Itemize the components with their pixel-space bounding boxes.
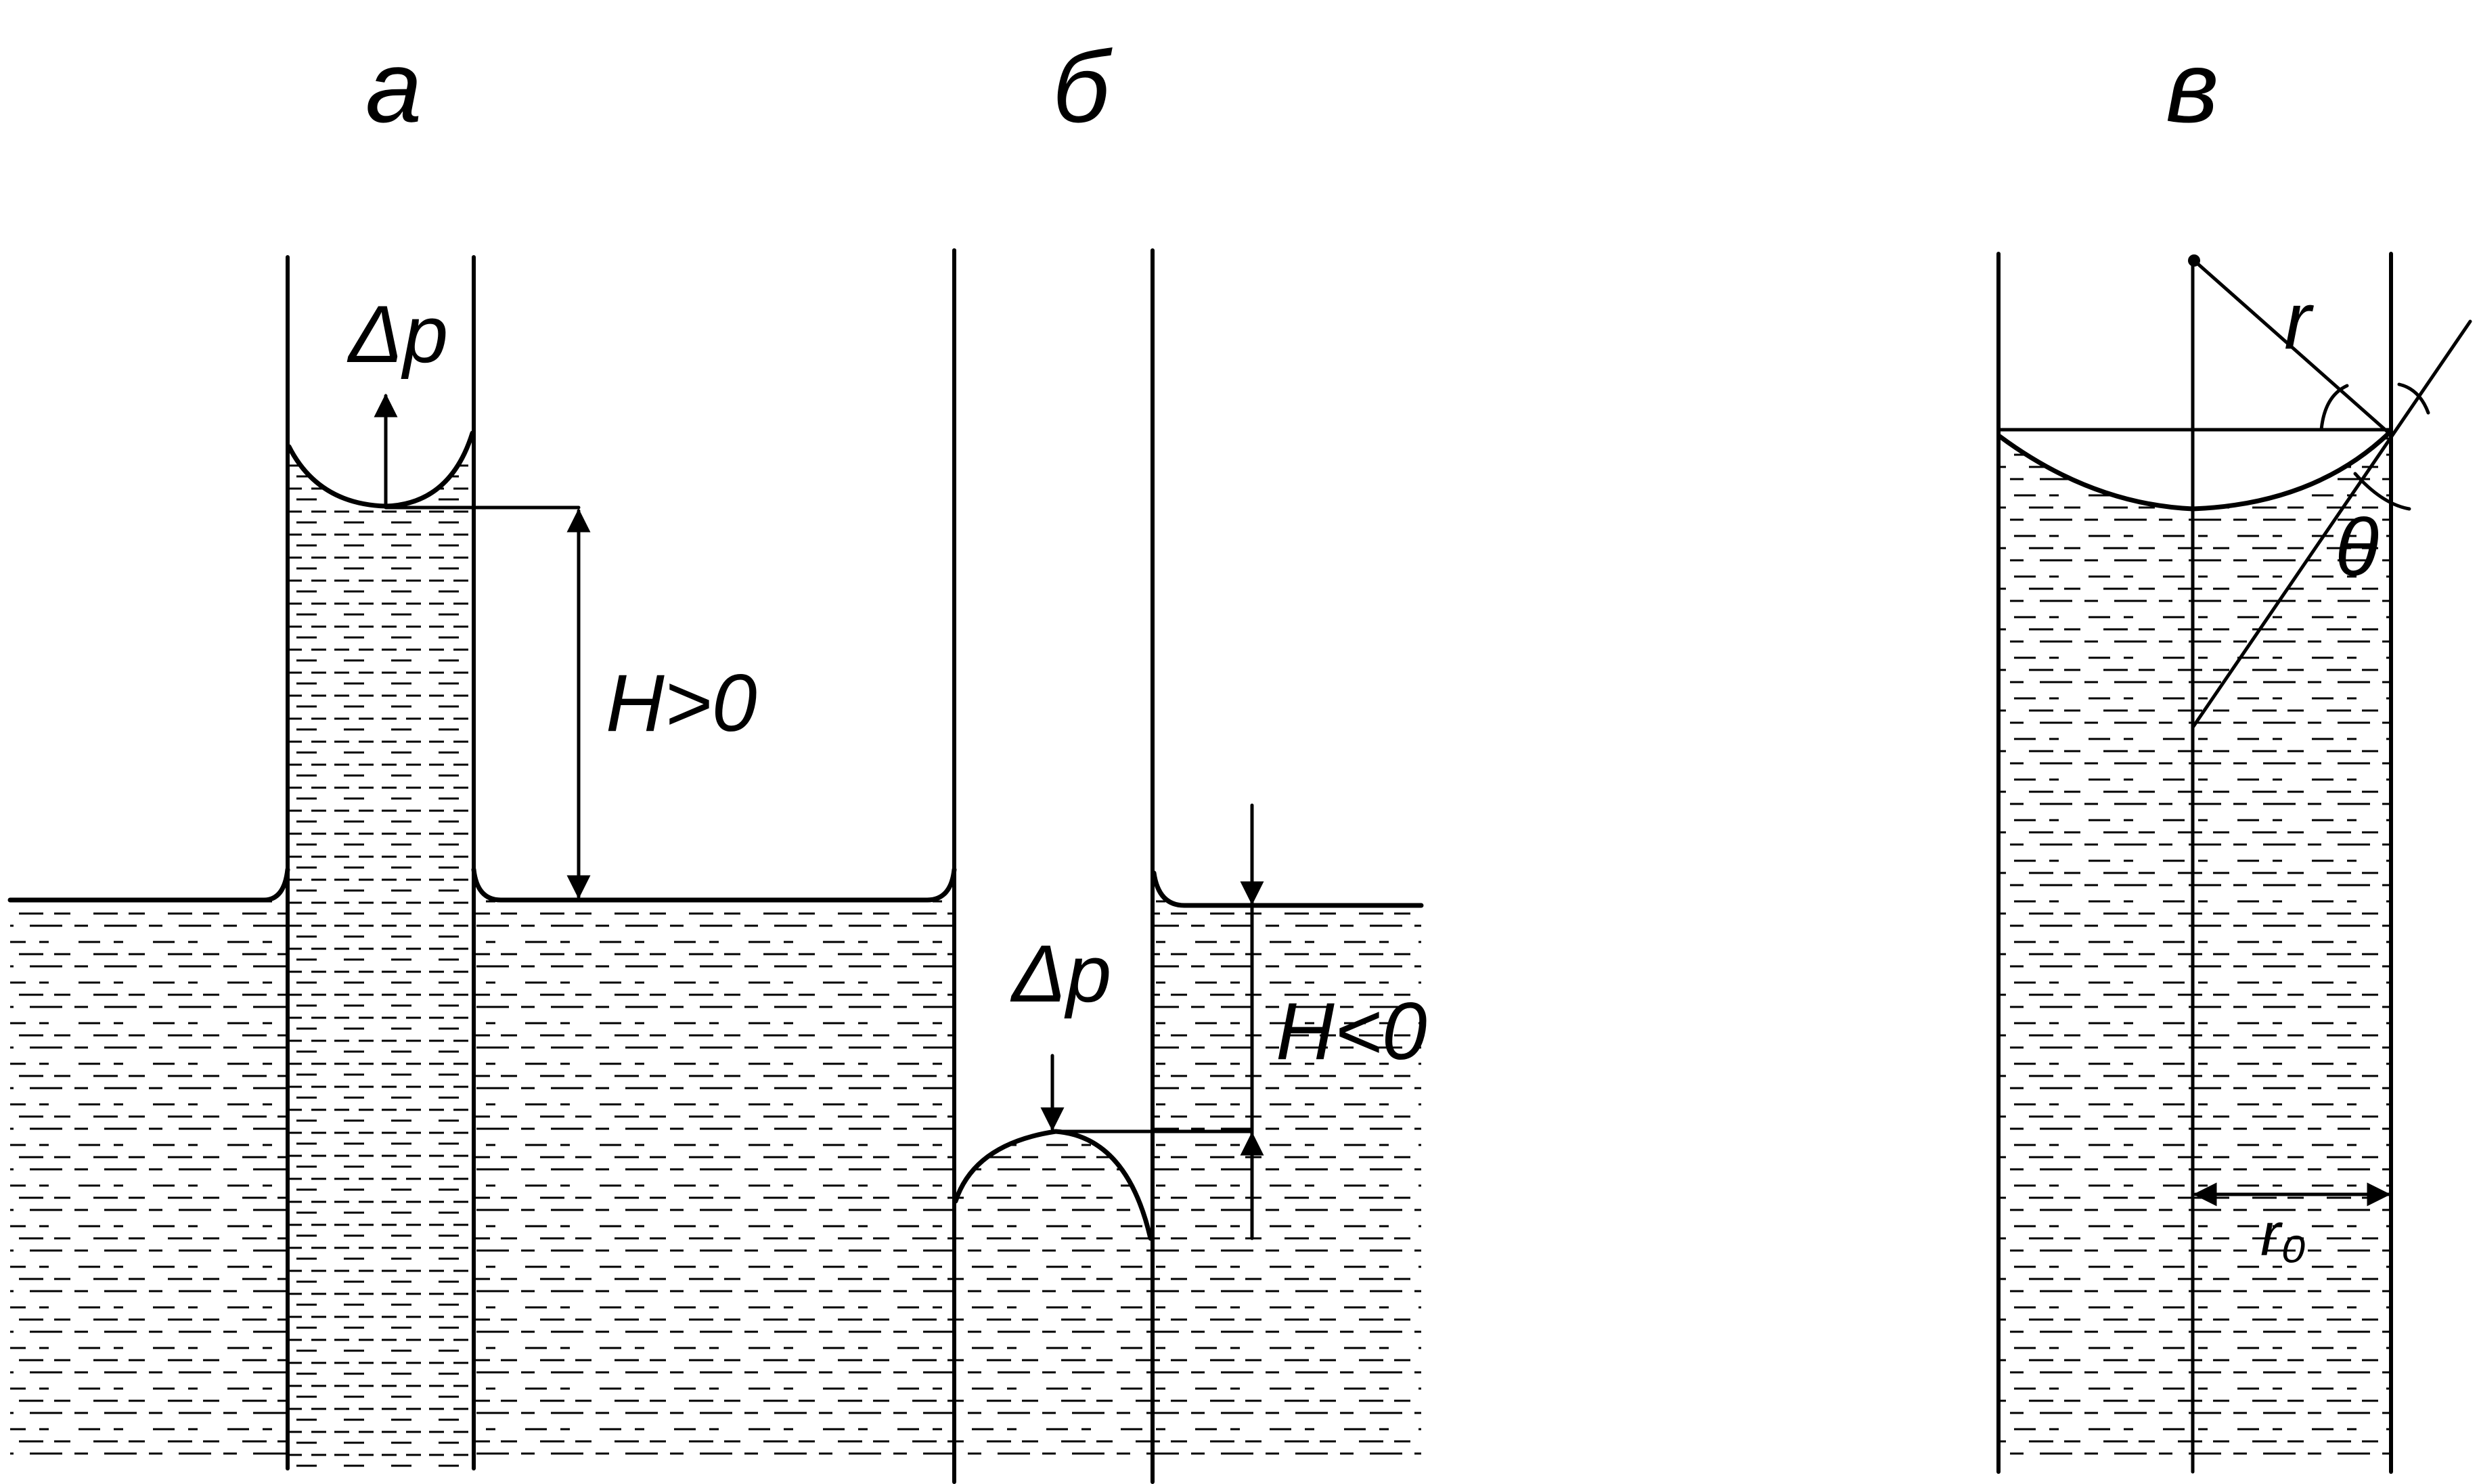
panel-a-liquid-left [10,870,288,1468]
panel-a: a Δp H>0 [7,30,957,1470]
panel-a-outer-surface-right [471,867,957,903]
panel-a-capillary-liquid [289,433,472,1468]
panel-b: б Δp H<0 [952,30,1427,1484]
panel-c-tube-radius-label: r₀ [2260,1201,2306,1269]
panel-b-height-label: H<0 [1276,986,1427,1077]
panel-a-pressure-label: Δp [347,289,448,380]
panel-b-liquid-right [1154,873,1421,1468]
panel-a-height-label: H>0 [606,658,757,748]
panel-c-label: в [2166,30,2218,143]
panel-a-label: a [365,30,422,143]
panel-b-outer-surface [1151,870,1424,908]
panel-c-meniscus [1997,430,2392,512]
panel-c-angle-arc-upper [2397,382,2430,415]
panel-a-outer-surface-left [7,867,290,903]
panel-b-pressure-label: Δp [1010,928,1111,1019]
panel-a-liquid-right [474,870,954,1468]
panel-c-radius-label: r [2284,275,2314,366]
panel-b-capillary-liquid [956,1131,1151,1468]
panel-b-label: б [1052,30,1113,143]
panel-c: в r θ r₀ [1996,30,2472,1474]
panel-c-contact-angle-arc [2353,472,2411,511]
panel-c-radius-line [2192,258,2391,435]
panel-c-angle-arc-left [2319,384,2349,432]
panel-c-angle-label: θ [2335,502,2379,593]
panel-c-tangent-line [2191,319,2472,729]
